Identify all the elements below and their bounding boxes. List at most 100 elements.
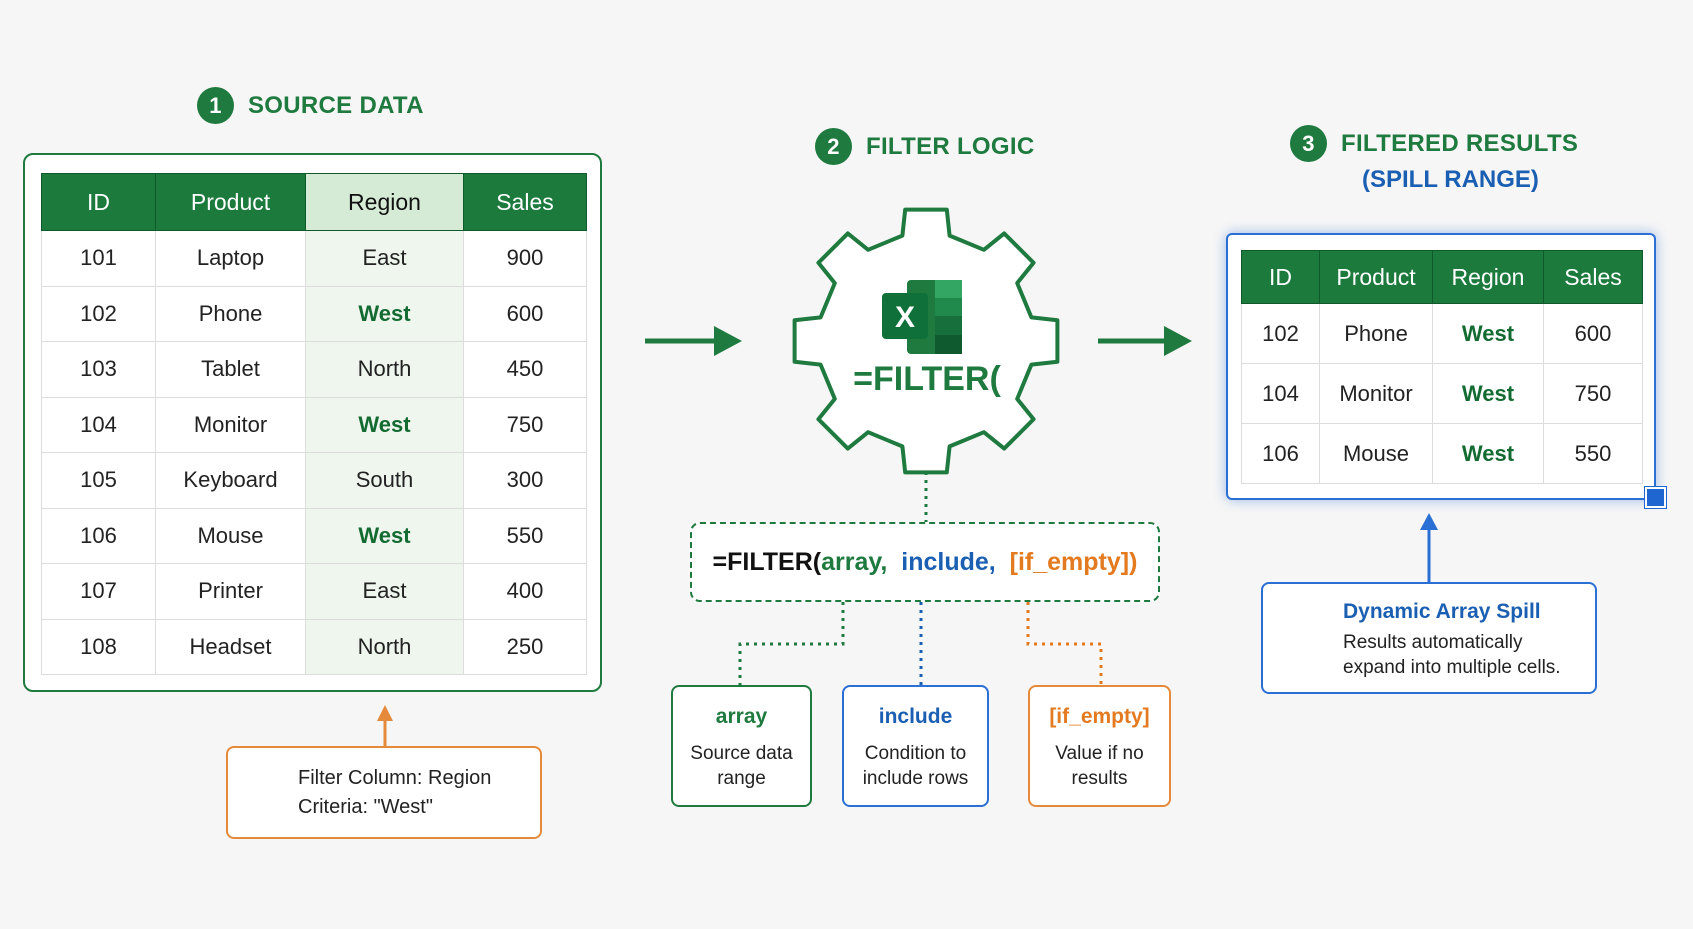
table-row: 106 Mouse West 550	[1241, 423, 1643, 484]
include-arg-title: include	[878, 705, 953, 728]
filter-criteria-label: Criteria: "West"	[298, 795, 433, 818]
step-3-badge: 3	[1290, 125, 1327, 162]
dynamic-array-desc: Results automatically expand into multip…	[1343, 632, 1561, 678]
cell-region: North	[305, 341, 464, 398]
step-2-badge: 2	[815, 128, 852, 165]
dynamic-array-title: Dynamic Array Spill	[1343, 600, 1541, 623]
filter-logic-header: 2 FILTER LOGIC	[815, 128, 1034, 165]
table-row: 101 Laptop East 900	[41, 230, 587, 287]
filter-formula-syntax: =FILTER(array, include, [if_empty])	[690, 522, 1160, 602]
array-arg-desc: Source data range	[690, 743, 793, 789]
cell-product: Keyboard	[155, 452, 306, 509]
cell-product: Tablet	[155, 341, 306, 398]
cell-sales: 600	[1543, 303, 1643, 364]
cell-product: Monitor	[155, 396, 306, 453]
table-row: 107 Printer East 400	[41, 563, 587, 620]
filtered-results-table: ID Product Region Sales 102 Phone West 6…	[1241, 250, 1643, 484]
cell-region: West	[1432, 303, 1544, 364]
table-row: 102 Phone West 600	[41, 285, 587, 342]
filtered-results-title: FILTERED RESULTS	[1341, 129, 1579, 157]
cell-sales: 750	[463, 396, 587, 453]
filter-column-label: Filter Column: Region	[298, 766, 492, 789]
filtered-results-header: 3 FILTERED RESULTS	[1290, 125, 1578, 162]
cell-product: Phone	[1319, 303, 1433, 364]
cell-region: West	[1432, 363, 1544, 424]
formula-prefix: =FILTER(	[712, 547, 822, 576]
cell-sales: 450	[463, 341, 587, 398]
array-arg-title: array	[715, 705, 768, 728]
include-arg-desc: Condition to include rows	[862, 743, 969, 789]
formula-array-arg: array,	[821, 547, 888, 576]
cell-sales: 400	[463, 563, 587, 620]
spill-range-subtitle: (SPILL RANGE)	[1362, 166, 1539, 193]
cell-id: 108	[41, 618, 156, 675]
table-row: 103 Tablet North 450	[41, 341, 587, 398]
source-header-id: ID	[41, 173, 156, 231]
results-header-product: Product	[1319, 250, 1433, 304]
dynamic-array-card: Dynamic Array Spill Results automaticall…	[1261, 582, 1597, 694]
arrow-right-icon	[645, 326, 742, 356]
cell-region: North	[305, 618, 464, 675]
cell-sales: 750	[1543, 363, 1643, 424]
cell-sales: 550	[463, 507, 587, 564]
source-data-table: ID Product Region Sales 101 Laptop East …	[41, 173, 587, 675]
excel-logo-letter: X	[895, 301, 915, 334]
cell-product: Printer	[155, 563, 306, 620]
if-empty-arg-desc: Value if no results	[1055, 743, 1144, 789]
cell-id: 104	[41, 396, 156, 453]
cell-id: 104	[1241, 363, 1320, 424]
step-1-badge: 1	[197, 87, 234, 124]
cell-product: Laptop	[155, 230, 306, 287]
table-row: 102 Phone West 600	[1241, 303, 1643, 364]
cell-region: East	[305, 563, 464, 620]
arrow-right-icon	[1098, 326, 1192, 356]
array-arg-card: array Source data range	[671, 685, 812, 807]
formula-if-empty-arg: [if_empty])	[1009, 547, 1138, 576]
cell-region: West	[305, 285, 464, 342]
table-row: 106 Mouse West 550	[41, 507, 587, 564]
cell-sales: 900	[463, 230, 587, 287]
source-header-region: Region	[305, 173, 464, 231]
cell-region: South	[305, 452, 464, 509]
cell-product: Headset	[155, 618, 306, 675]
cell-product: Phone	[155, 285, 306, 342]
cell-sales: 250	[463, 618, 587, 675]
cell-region: East	[305, 230, 464, 287]
cell-product: Monitor	[1319, 363, 1433, 424]
table-row: 104 Monitor West 750	[41, 396, 587, 453]
excel-logo-icon: X	[882, 280, 962, 354]
cell-id: 106	[1241, 423, 1320, 484]
cell-id: 103	[41, 341, 156, 398]
results-header-sales: Sales	[1543, 250, 1643, 304]
cell-sales: 550	[1543, 423, 1643, 484]
formula-include-arg: include,	[901, 547, 996, 576]
cell-sales: 600	[463, 285, 587, 342]
if-empty-arg-title: [if_empty]	[1049, 705, 1150, 728]
source-data-header: 1 SOURCE DATA	[197, 87, 424, 124]
results-header-region: Region	[1432, 250, 1544, 304]
include-arg-card: include Condition to include rows	[842, 685, 989, 807]
cell-id: 105	[41, 452, 156, 509]
filter-logic-title: FILTER LOGIC	[866, 132, 1035, 160]
source-header-product: Product	[155, 173, 306, 231]
if-empty-arg-card: [if_empty] Value if no results	[1028, 685, 1171, 807]
spill-range-handle[interactable]	[1645, 487, 1666, 508]
cell-sales: 300	[463, 452, 587, 509]
gear-icon	[792, 207, 1060, 475]
table-row: 104 Monitor West 750	[1241, 363, 1643, 424]
source-header-sales: Sales	[463, 173, 587, 231]
table-row: 108 Headset North 250	[41, 618, 587, 675]
cell-product: Mouse	[155, 507, 306, 564]
filter-criteria-card: Filter Column: Region Criteria: "West"	[226, 746, 542, 839]
cell-id: 102	[41, 285, 156, 342]
table-row: 105 Keyboard South 300	[41, 452, 587, 509]
results-header-id: ID	[1241, 250, 1320, 304]
cell-id: 106	[41, 507, 156, 564]
cell-id: 101	[41, 230, 156, 287]
cell-region: West	[305, 507, 464, 564]
cell-region: West	[1432, 423, 1544, 484]
cell-region: West	[305, 396, 464, 453]
cell-product: Mouse	[1319, 423, 1433, 484]
cell-id: 107	[41, 563, 156, 620]
source-data-title: SOURCE DATA	[248, 91, 424, 119]
